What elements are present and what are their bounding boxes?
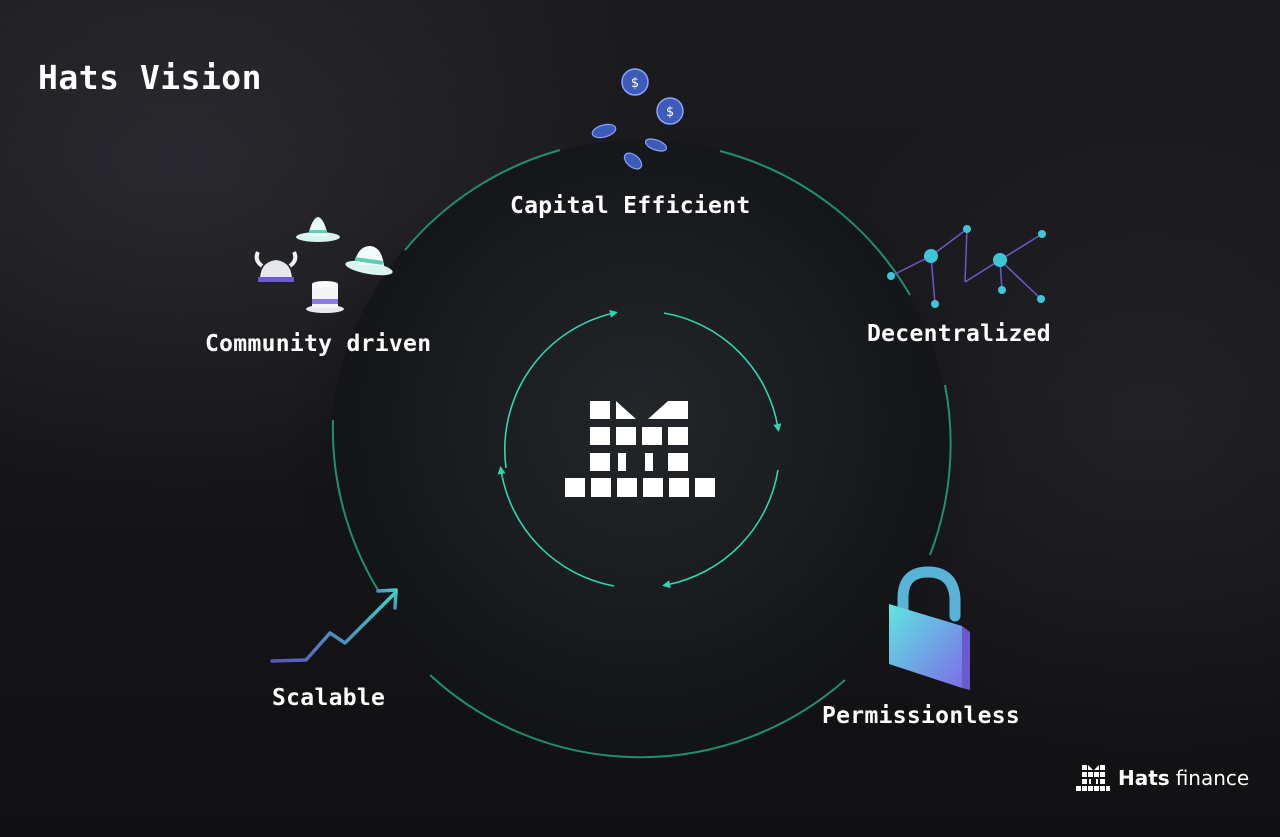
coins-icon: $ $ bbox=[591, 68, 684, 170]
svg-text:$: $ bbox=[631, 76, 639, 91]
brand-logo: Hats finance bbox=[1076, 764, 1249, 792]
outer-ring bbox=[331, 149, 952, 759]
growth-arrow-icon bbox=[270, 588, 398, 663]
svg-text:$: $ bbox=[666, 105, 674, 120]
hats-logo-icon bbox=[1076, 765, 1110, 791]
hats-logo-icon bbox=[565, 401, 715, 497]
pillar-label-community: Community driven bbox=[205, 331, 432, 357]
unlocked-padlock-icon bbox=[889, 566, 970, 690]
pillar-label-scalable: Scalable bbox=[272, 685, 386, 711]
pillar-label-permissionless: Permissionless bbox=[822, 703, 1021, 729]
hats-icon bbox=[254, 217, 393, 313]
cycle-arrows bbox=[497, 309, 782, 589]
pillar-label-decentralized: Decentralized bbox=[867, 321, 1051, 347]
brand-suffix: finance bbox=[1175, 766, 1250, 790]
network-icon bbox=[887, 225, 1046, 308]
brand-name: Hats bbox=[1118, 766, 1170, 790]
page-title: Hats Vision bbox=[38, 58, 263, 97]
pillar-label-capital: Capital Efficient bbox=[510, 193, 751, 219]
outer-disc bbox=[330, 140, 950, 760]
